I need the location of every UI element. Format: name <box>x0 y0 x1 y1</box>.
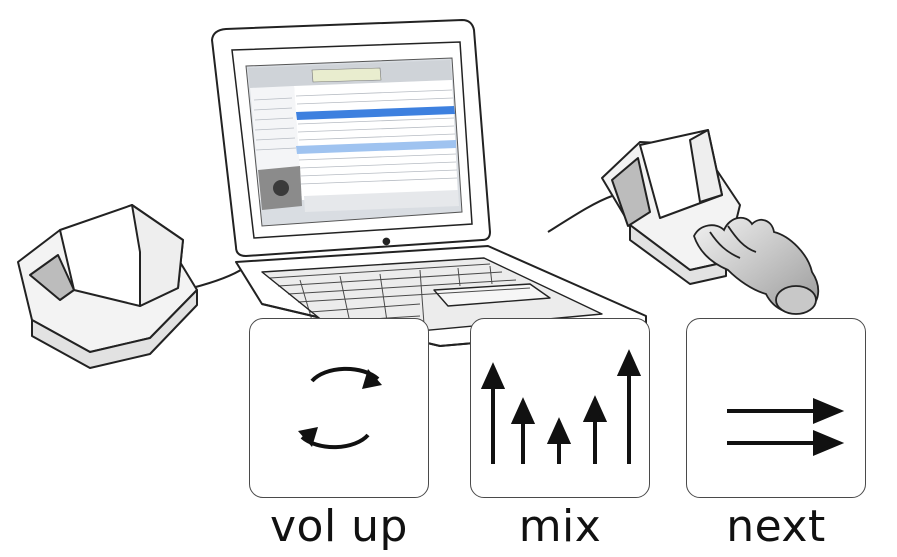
left-sensor-cable <box>191 267 245 289</box>
gesture-card-mix <box>470 318 650 498</box>
screen-list-lines <box>253 89 458 185</box>
apple-logo-icon: ● <box>382 236 391 247</box>
left-sensor-device <box>17 204 198 369</box>
gesture-label-vol-up: vol up <box>270 501 408 552</box>
laptop-screen <box>231 41 473 239</box>
gesture-label-mix: mix <box>518 501 602 552</box>
trackpad <box>433 283 551 307</box>
gesture-label-next: next <box>726 501 826 552</box>
gesture-card-next <box>686 318 866 498</box>
hand-icon <box>693 216 820 315</box>
right-sensor-cable <box>547 195 613 233</box>
double-arrow-right-icon <box>727 398 845 456</box>
gesture-card-vol-up <box>249 318 429 498</box>
rotate-arrows-icon <box>298 366 382 450</box>
mix-arrows-up-icon <box>480 349 642 464</box>
